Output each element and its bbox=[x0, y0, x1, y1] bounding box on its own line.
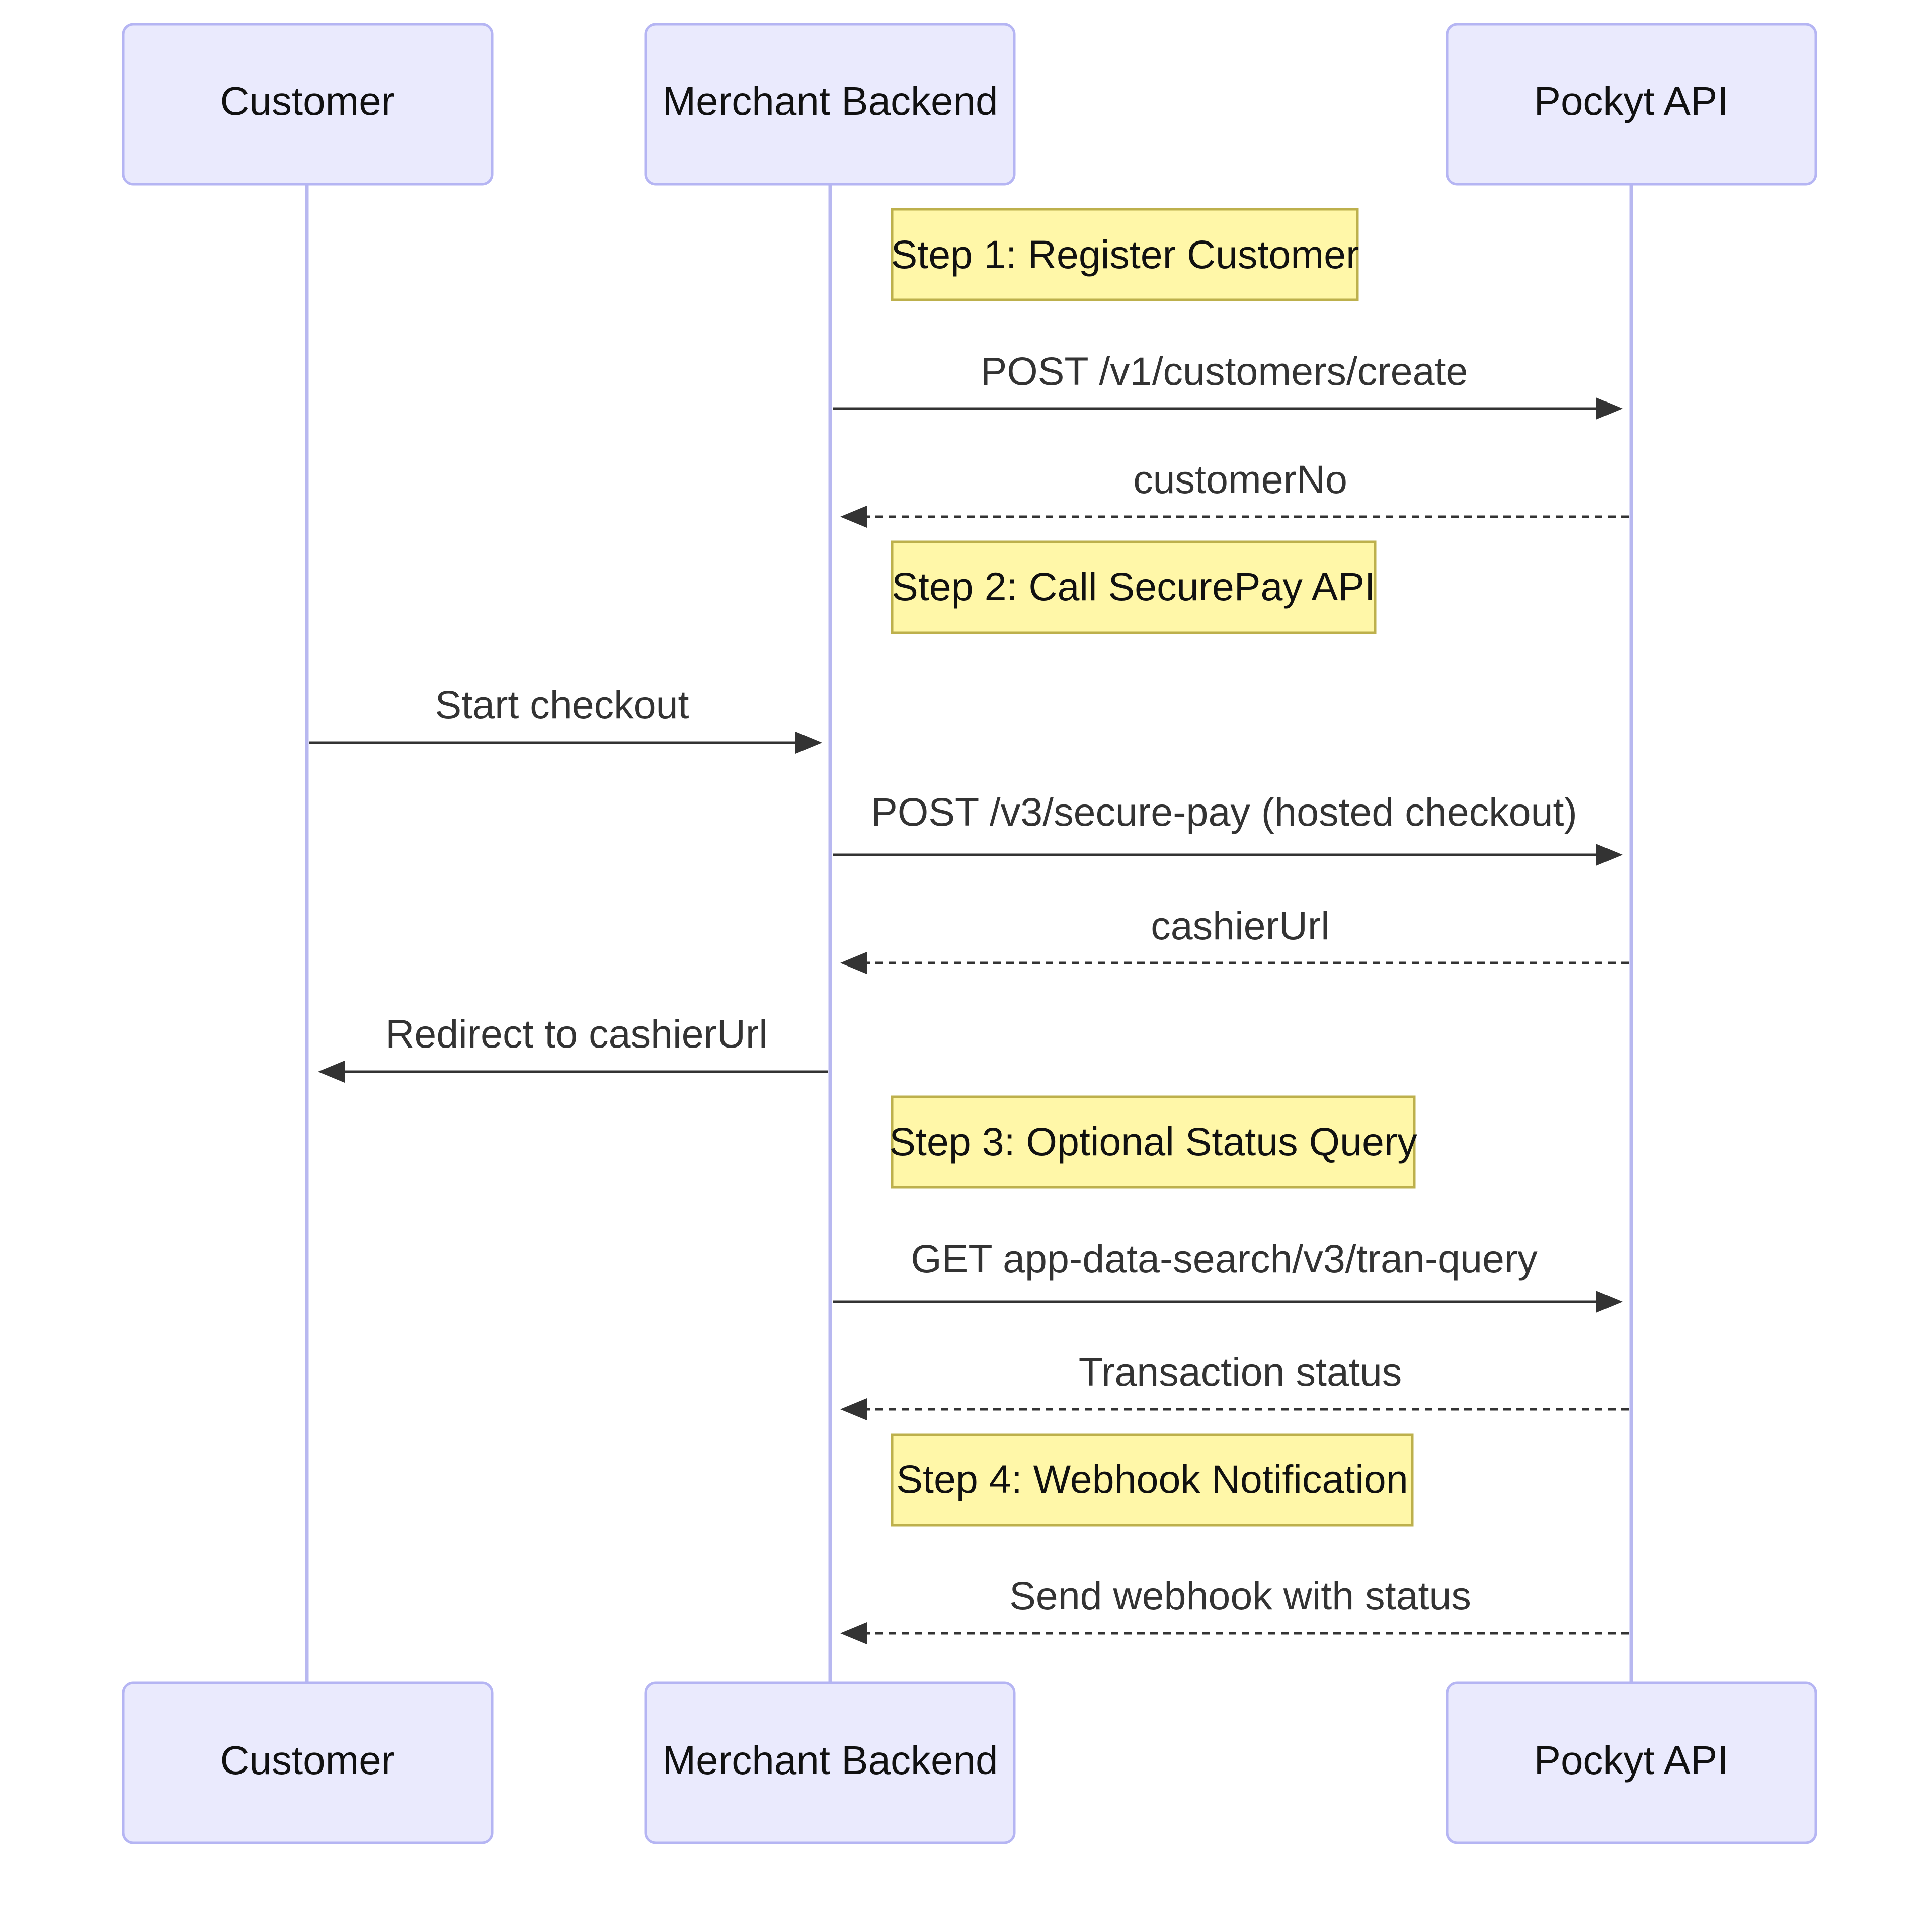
arrowhead-icon bbox=[795, 732, 822, 754]
actor-label: Merchant Backend bbox=[662, 78, 998, 123]
actor-label: Pockyt API bbox=[1534, 78, 1729, 123]
message-post-customers-create: POST /v1/customers/create bbox=[833, 349, 1623, 420]
actor-label: Pockyt API bbox=[1534, 1738, 1729, 1783]
message-redirect-to-cashier-url: Redirect to cashierUrl bbox=[318, 1011, 828, 1083]
arrowhead-icon bbox=[840, 506, 867, 528]
actor-label: Customer bbox=[220, 78, 395, 123]
note-step-2: Step 2: Call SecurePay API bbox=[891, 540, 1377, 634]
message-cashier-url: cashierUrl bbox=[840, 903, 1629, 974]
actor-label: Customer bbox=[220, 1738, 395, 1783]
message-customer-no: customerNo bbox=[840, 457, 1629, 528]
arrowhead-icon bbox=[840, 1398, 867, 1420]
arrowhead-icon bbox=[318, 1061, 345, 1083]
message-label: customerNo bbox=[1133, 457, 1347, 502]
message-label: Transaction status bbox=[1079, 1349, 1402, 1394]
message-label: GET app-data-search/v3/tran-query bbox=[911, 1236, 1538, 1281]
arrowhead-icon bbox=[1596, 397, 1623, 420]
message-post-secure-pay: POST /v3/secure-pay (hosted checkout) bbox=[833, 789, 1623, 866]
arrowhead-icon bbox=[840, 952, 867, 974]
actor-bottom-pockyt-api: Pockyt API bbox=[1446, 1681, 1817, 1844]
message-start-checkout: Start checkout bbox=[309, 682, 822, 754]
message-label: Start checkout bbox=[435, 682, 689, 727]
message-label: POST /v3/secure-pay (hosted checkout) bbox=[871, 789, 1577, 834]
note-text: Step 3: Optional Status Query bbox=[889, 1119, 1417, 1164]
actor-top-customer: Customer bbox=[122, 23, 494, 186]
note-step-1: Step 1: Register Customer bbox=[891, 208, 1359, 301]
note-step-4: Step 4: Webhook Notification bbox=[891, 1433, 1414, 1527]
message-label: Send webhook with status bbox=[1009, 1573, 1471, 1618]
actor-bottom-merchant-backend: Merchant Backend bbox=[644, 1681, 1016, 1844]
message-get-tran-query: GET app-data-search/v3/tran-query bbox=[833, 1236, 1623, 1313]
message-label: cashierUrl bbox=[1151, 903, 1330, 948]
actor-top-merchant-backend: Merchant Backend bbox=[644, 23, 1016, 186]
note-text: Step 2: Call SecurePay API bbox=[892, 564, 1376, 609]
message-label: POST /v1/customers/create bbox=[981, 349, 1468, 393]
arrowhead-icon bbox=[840, 1622, 867, 1644]
note-text: Step 4: Webhook Notification bbox=[896, 1457, 1408, 1501]
note-text: Step 1: Register Customer bbox=[891, 232, 1359, 277]
actor-label: Merchant Backend bbox=[662, 1738, 998, 1783]
message-transaction-status: Transaction status bbox=[840, 1349, 1629, 1420]
note-step-3: Step 3: Optional Status Query bbox=[889, 1095, 1417, 1189]
arrowhead-icon bbox=[1596, 844, 1623, 866]
actor-bottom-customer: Customer bbox=[122, 1681, 494, 1844]
message-label: Redirect to cashierUrl bbox=[385, 1011, 768, 1056]
message-send-webhook: Send webhook with status bbox=[840, 1573, 1629, 1644]
actor-top-pockyt-api: Pockyt API bbox=[1446, 23, 1817, 186]
arrowhead-icon bbox=[1596, 1291, 1623, 1313]
